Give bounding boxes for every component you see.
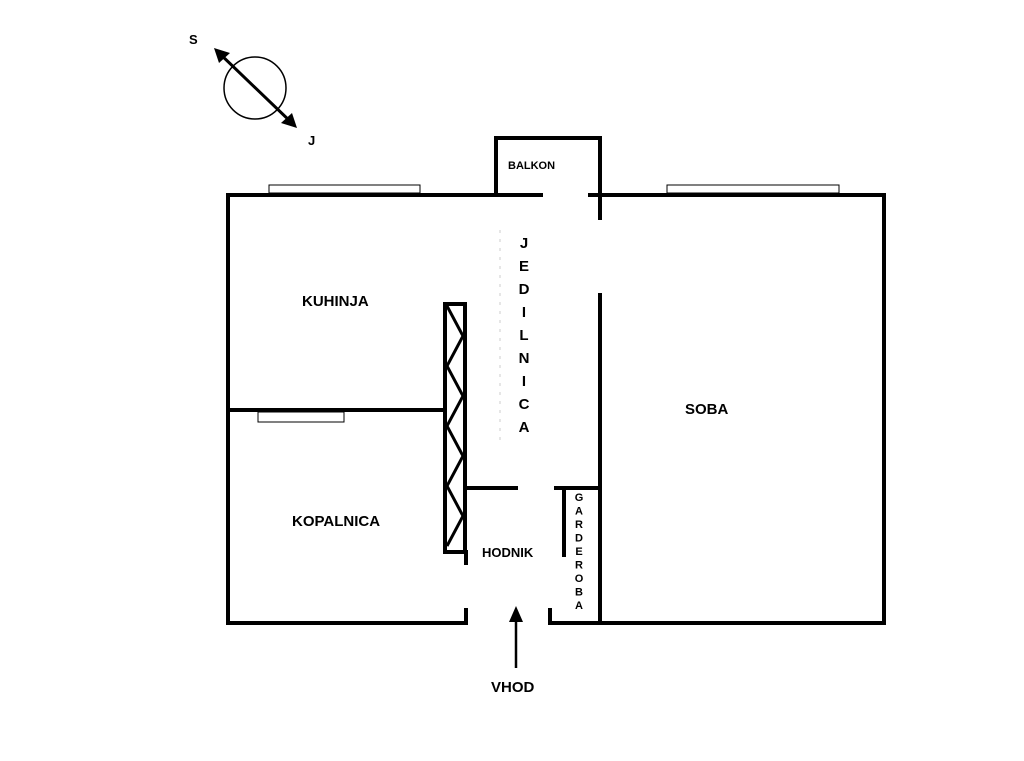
window-kopalnica [257,411,345,423]
compass-label-south: J [308,133,315,148]
compass-circle [223,56,287,120]
installation-shaft [443,302,467,554]
compass-needle [216,50,295,126]
compass: S J [189,32,315,148]
window-kuhinja [268,184,421,194]
window-soba [666,184,840,194]
room-label-kuhinja: KUHINJA [302,293,369,310]
room-label-hodnik: HODNIK [482,545,534,560]
compass-label-north: S [189,32,198,47]
room-label-soba: SOBA [685,401,729,418]
compass-arrowhead-south [281,113,297,128]
entrance-arrow [509,606,523,668]
compass-arrowhead-north [214,48,230,63]
room-label-kopalnica: KOPALNICA [292,513,380,530]
room-label-balkon: BALKON [508,160,555,172]
walls [226,136,886,625]
entrance-label: VHOD [491,679,535,696]
